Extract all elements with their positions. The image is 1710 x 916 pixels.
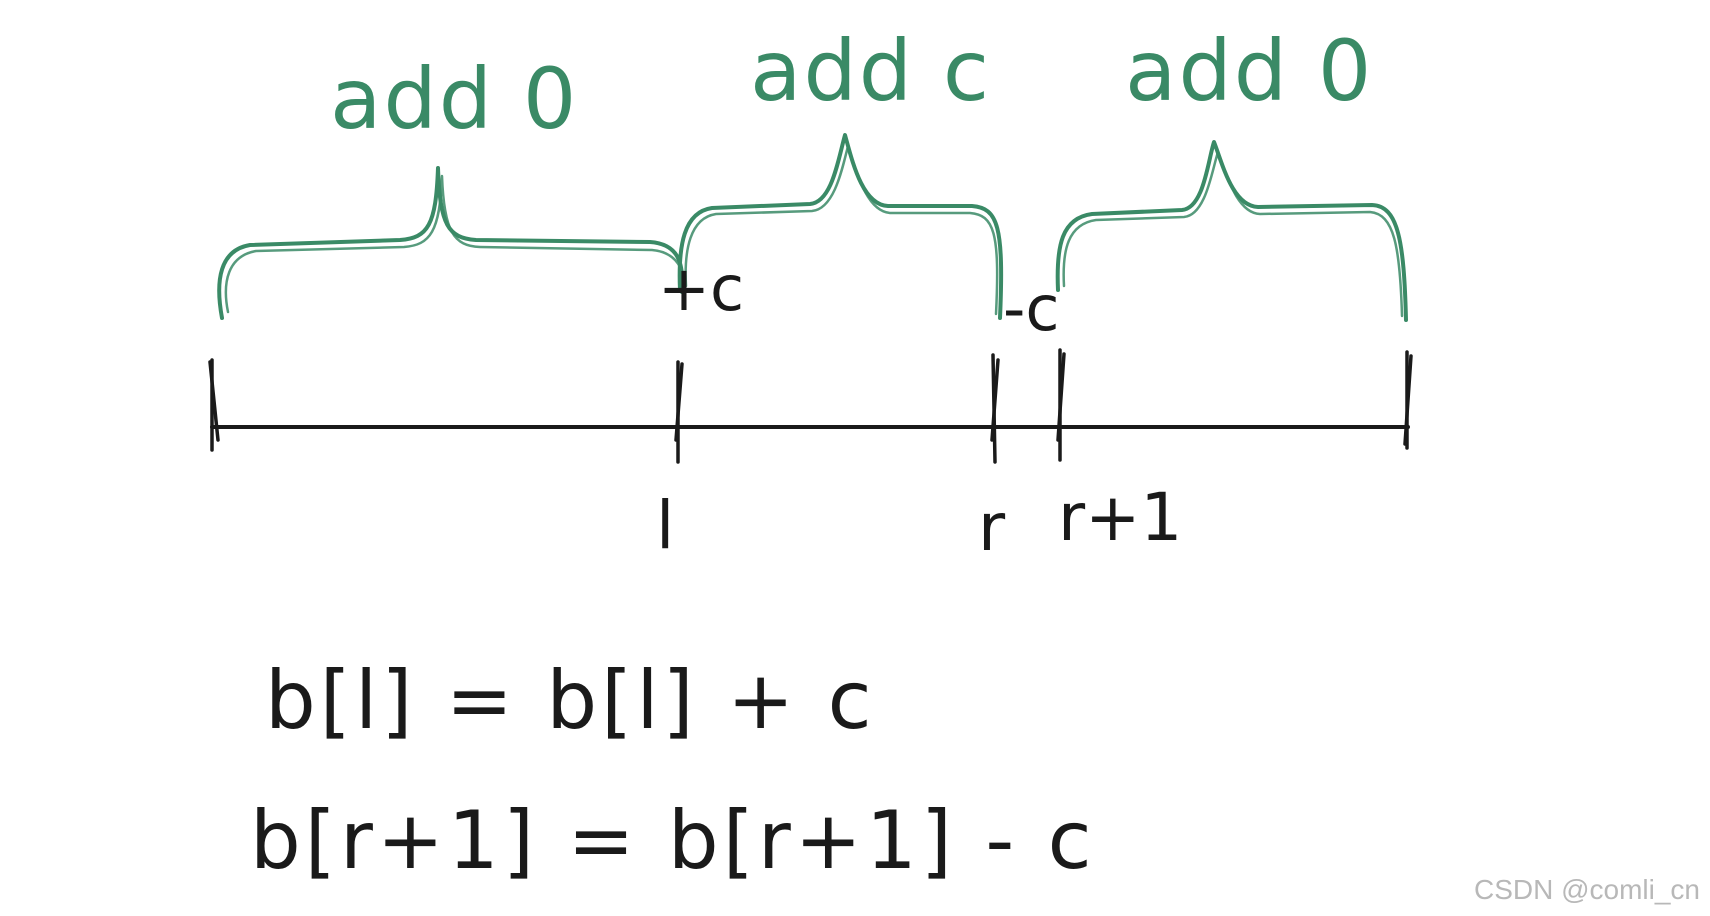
brace-left [217, 166, 686, 320]
watermark: CSDN @comli_cn [1473, 874, 1700, 905]
tick-r [990, 353, 1000, 464]
tick-end [1403, 350, 1413, 450]
brace-label-left: add 0 [330, 50, 578, 148]
brace-label-right: add 0 [1125, 22, 1373, 120]
brace-middle [677, 133, 1004, 320]
brace-right [1055, 140, 1408, 322]
brace-label-middle: add c [750, 22, 991, 120]
formula-line-1: b[l] = b[l] + c [265, 654, 876, 747]
plus-c-label: +c [658, 252, 744, 325]
minus-c-label: -c [1003, 272, 1059, 345]
formula-line-2: b[r+1] = b[r+1] - c [250, 794, 1096, 887]
tick-l [674, 360, 684, 464]
tick-label-r-plus-1: r+1 [1058, 479, 1182, 556]
tick-label-r: r [978, 489, 1006, 566]
tick-r-plus-1 [1056, 348, 1066, 462]
tick-start [208, 358, 220, 452]
tick-label-l: l [656, 487, 674, 564]
